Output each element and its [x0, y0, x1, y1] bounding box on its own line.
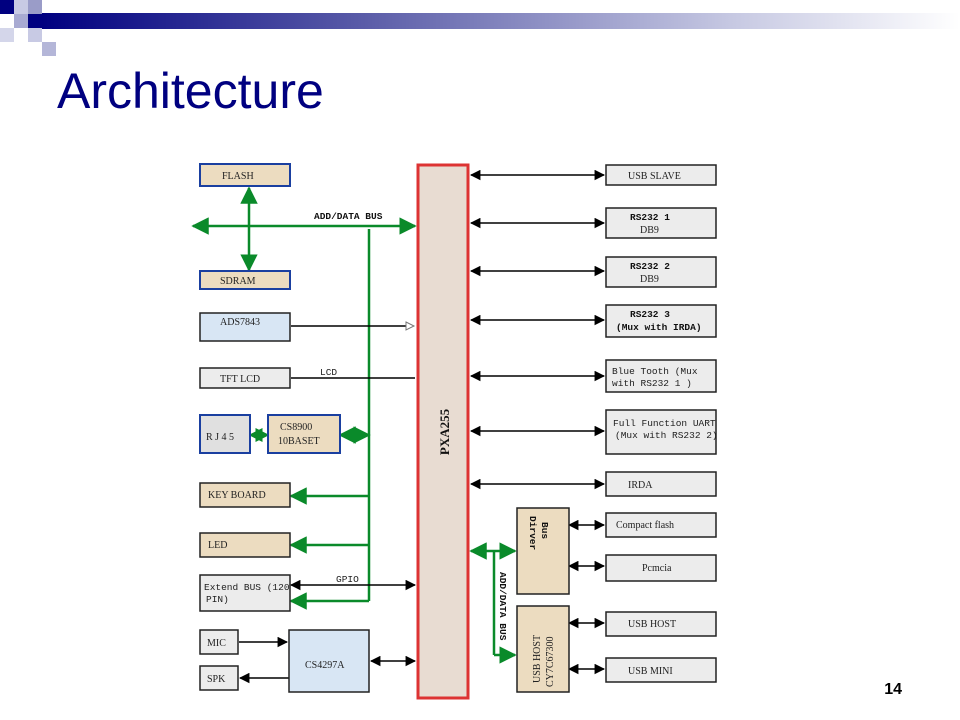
led-label: LED [208, 540, 227, 551]
bluetooth-label-line2: with RS232 1 ) [612, 378, 692, 389]
rs232-3-label-line1: RS232 3 [630, 309, 670, 320]
rs232-3-block [605, 304, 717, 338]
mic-label: MIC [207, 638, 226, 649]
cpu-block [416, 163, 470, 700]
gpio-label: GPIO [336, 574, 359, 585]
uart-block [605, 409, 717, 455]
extend-bus-block [199, 574, 291, 612]
page-number: 14 [884, 681, 902, 698]
pcmcia-block [605, 554, 717, 582]
bus-driver-block [516, 507, 570, 595]
cs8900-label-line2: 10BASET [278, 436, 320, 447]
rs232-1-block [605, 207, 717, 239]
irda-block [605, 471, 717, 497]
irda-label: IRDA [628, 480, 653, 491]
cs4297a-block [288, 629, 370, 693]
rj45-block [199, 414, 251, 454]
bluetooth-label-line1: Blue Tooth (Mux [612, 366, 698, 377]
rj45-label: R J 4 5 [206, 432, 234, 443]
spk-label: SPK [207, 674, 226, 685]
usb-host-block [605, 611, 717, 637]
usb-slave-block [605, 164, 717, 186]
rs232-3-label-line2: (Mux with IRDA) [616, 322, 702, 333]
usb-host-chip-block [516, 605, 570, 693]
ads7843-block [199, 312, 291, 342]
usb-slave-label: USB SLAVE [628, 171, 681, 182]
rs232-1-label-line1: RS232 1 [630, 212, 670, 223]
cs4297a-label: CS4297A [305, 660, 345, 671]
usb-host-chip-label-line1: USB HOST [532, 635, 543, 683]
bus-driver-label-line1: Bus [539, 522, 550, 539]
spk-block [199, 665, 239, 691]
usb-mini-block [605, 657, 717, 683]
extend-bus-label-line1: Extend BUS (120 [204, 582, 290, 593]
pcmcia-label: Pcmcia [642, 563, 672, 574]
small-arrowheads [248, 428, 270, 442]
cs8900-label-line1: CS8900 [280, 422, 312, 433]
keyboard-label: KEY BOARD [208, 490, 266, 501]
compact-flash-block [605, 512, 717, 538]
rs232-2-label-line2: DB9 [640, 274, 659, 285]
rs232-2-label-line1: RS232 2 [630, 261, 670, 272]
black-bus-lines [238, 169, 606, 684]
slide-title: Architecture [57, 63, 324, 119]
bus-driver-label-line2: Dirver [527, 516, 538, 551]
mic-block [199, 629, 239, 655]
rs232-1-label-line2: DB9 [640, 225, 659, 236]
led-block [199, 532, 291, 558]
add-data-bus-vertical-label: ADD/DATA BUS [497, 572, 508, 641]
extend-bus-label-line2: PIN) [206, 594, 229, 605]
tft-lcd-label: TFT LCD [220, 374, 260, 385]
uart-label-line1: Full Function UART [613, 418, 716, 429]
tft-lcd-block [199, 367, 291, 389]
right-blocks: USB SLAVE RS232 1 DB9 RS232 2 DB9 RS232 … [516, 164, 718, 693]
sdram-label: SDRAM [220, 276, 256, 287]
add-data-bus-label: ADD/DATA BUS [314, 211, 383, 222]
cpu-label: PXA255 [437, 408, 452, 455]
usb-host-label: USB HOST [628, 619, 676, 630]
compact-flash-label: Compact flash [616, 520, 674, 531]
lcd-label: LCD [320, 367, 337, 378]
ads7843-label: ADS7843 [220, 317, 260, 328]
bluetooth-block [605, 359, 717, 393]
usb-mini-label: USB MINI [628, 666, 673, 677]
rs232-2-block [605, 256, 717, 288]
cs8900-block [267, 414, 341, 454]
header-decoration [0, 0, 960, 60]
keyboard-block [199, 482, 291, 508]
usb-host-chip-label-line2: CY7C67300 [545, 636, 556, 687]
sdram-block [199, 270, 291, 290]
green-bus-lines [191, 186, 517, 664]
flash-block [199, 163, 291, 187]
uart-label-line2: (Mux with RS232 2) [615, 430, 718, 441]
left-blocks: FLASH SDRAM ADS7843 TFT LCD R J 4 5 CS89… [199, 163, 370, 693]
flash-label: FLASH [222, 171, 254, 182]
